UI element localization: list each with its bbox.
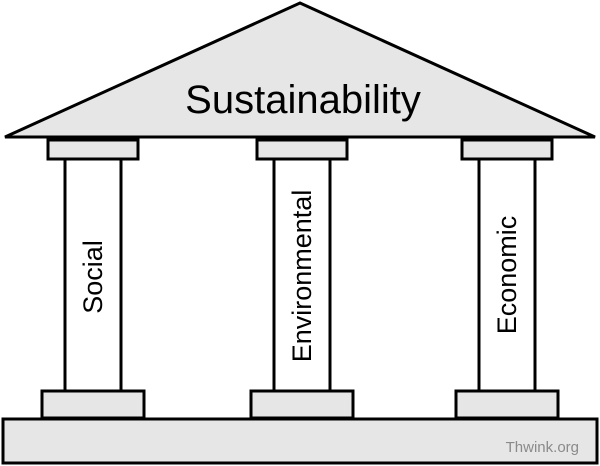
foundation (1, 417, 599, 465)
pillar-capital (46, 138, 140, 161)
pillar-shaft (477, 157, 537, 393)
pillar-base (40, 389, 146, 420)
pillar-shaft (272, 157, 332, 393)
pillar-label-social: Social (78, 240, 108, 314)
pillar-shaft (63, 157, 123, 393)
roof-label: Sustainability (185, 78, 421, 122)
credit-text: Thwink.org (506, 439, 579, 456)
pillar-environmental (249, 138, 355, 420)
roof (4, 1, 596, 139)
pillar-label-economic: Economic (492, 216, 522, 335)
pillar-base (454, 389, 560, 420)
pillar-base (249, 389, 355, 420)
pillar-capital (460, 138, 554, 161)
pillar-capital (255, 138, 349, 161)
pillar-economic (454, 138, 560, 420)
pillar-label-environmental: Environmental (287, 190, 317, 363)
